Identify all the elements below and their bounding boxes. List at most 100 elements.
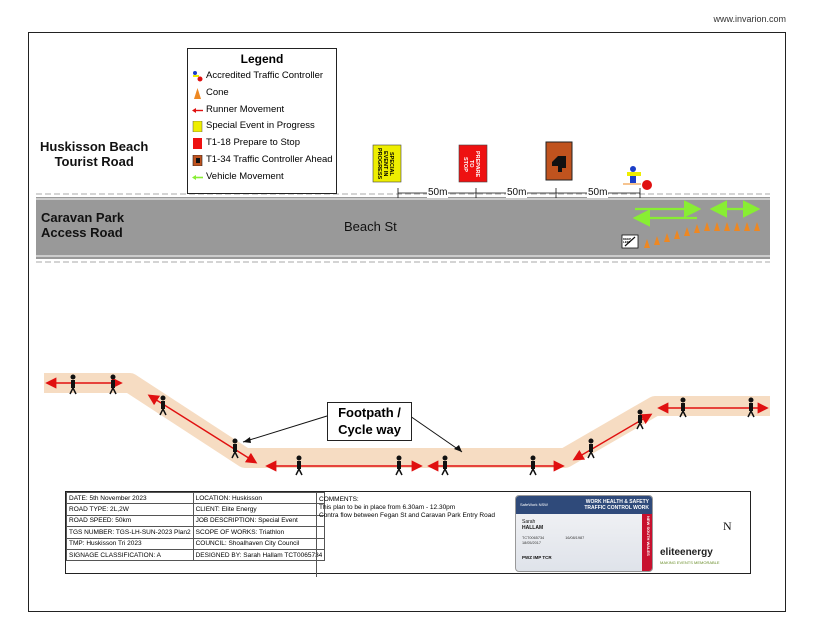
card-state: NEW SOUTH WALES [646,516,651,556]
cone-icon [674,230,680,239]
runner-arrows [45,377,769,472]
distance-label: 50m [427,187,449,198]
cone-icon [734,222,740,231]
runner-arrow-icon [192,107,203,113]
legend-item: Cone [188,85,336,102]
controller-figure [109,374,117,395]
logo-brand: eliteenergy [660,547,713,558]
card-classes: PWZ IMP TCR [522,555,552,560]
card-name-line: Sarah [522,519,536,525]
cone-icon [654,236,660,245]
road [36,193,770,263]
vehicle-arrows [632,200,761,227]
cone-icon [664,233,670,242]
keep-left-sign-text: KEEP LEFT [623,237,632,244]
sign-line: STOP [462,156,468,172]
road-signs [372,141,573,183]
elite-energy-logo: eliteenergy MAKING EVENTS MEMORABLE [660,515,730,565]
legend-item: Special Event in Progress [188,118,336,135]
card-red-strip [642,514,652,571]
callout-leaders [242,415,463,453]
cone-icon [194,87,201,99]
cone-icon [724,222,730,231]
sign-line: PREPARE [474,150,480,178]
controller-figure [587,438,595,459]
keep-left-sign-icon [621,234,639,249]
road-label-line: Tourist Road [54,154,134,169]
card-title: WORK HEALTH & SAFETY TRAFFIC CONTROL WOR… [571,499,649,511]
watermark-url: www.invarion.com [713,14,786,24]
road-label-line: Access Road [41,225,123,240]
cone-icon [684,227,690,236]
legend-item-label: Cone [206,86,229,98]
comment-line: Contra flow between Fegan St and Caravan… [319,512,495,519]
legend-item-label: Special Event in Progress [206,120,315,132]
traffic-controller-icon [623,166,652,190]
controller-figure [441,455,449,476]
prepare-to-stop-sign-icon [193,138,202,150]
callout-line: Cycle way [338,422,401,437]
table-cell: SIGNAGE CLASSIFICATION: A [66,548,194,562]
cones [644,222,760,248]
legend-item: Runner Movement [188,102,336,119]
cone-icon [704,222,710,231]
table-cell: JOB DESCRIPTION: Special Event [192,514,326,528]
licence-card: SafeWork NSW WORK HEALTH & SAFETY TRAFFI… [515,495,653,572]
table-cell: TGS NUMBER: TGS-LH-SUN-2023 Plan2 [66,526,194,539]
table-cell: SCOPE OF WORKS: Triathlon [192,526,326,539]
table-cell: TMP: Huskisson Tri 2023 [66,537,194,550]
controller-figure [529,455,537,476]
table-cell: CLIENT: Elite Energy [192,503,326,516]
special-event-sign-text: SPECIAL EVENT IN PROGRESS [376,147,394,181]
legend-item: T1-34 Traffic Controller Ahead [188,152,336,169]
prepare-to-stop-sign-icon [458,144,488,183]
controller-figure [159,395,167,416]
legend-item-label: Accredited Traffic Controller [206,70,324,81]
table-cell: DATE: 5th November 2023 [66,491,194,505]
runner-arrow [147,394,258,464]
legend-item: T1-18 Prepare to Stop [188,135,336,152]
cone-icon [744,222,750,231]
comments-title: COMMENTS: [319,496,359,503]
table-cell: ROAD SPEED: 50km [66,514,194,528]
card-details: TCT0065734 16/08/1987 18/05/2017 [522,536,584,546]
legend-item-label: Runner Movement [206,103,285,115]
controller-figure [636,409,644,430]
controller-figure [679,397,687,418]
comments-box: COMMENTS: This plan to be in place from … [316,492,509,577]
sign-line: PROGRESS [376,148,382,180]
cone-icon [694,224,700,233]
card-agency: SafeWork NSW [520,502,548,507]
legend-item: Vehicle Movement [188,169,336,186]
controller-ahead-sign-icon [192,154,203,166]
legend-item-label: T1-18 Prepare to Stop [206,137,300,149]
footpath-callout: Footpath / Cycle way [327,402,412,441]
north-label: N [723,519,732,533]
card-header [516,496,652,514]
comment-line: This plan to be in place from 6.30am - 1… [319,504,456,511]
legend-item-label: Vehicle Movement [206,170,284,182]
card-dob: 16/08/1987 [565,536,585,540]
legend-title: Legend [240,52,284,66]
logo-tagline: MAKING EVENTS MEMORABLE [660,560,720,565]
card-name-line: HALLAM [522,525,544,531]
legend-box: Legend Accredited Traffic Controller Con… [187,48,337,194]
distance-label: 50m [587,187,609,198]
street-name: Beach St [344,219,397,234]
special-event-sign-icon [372,144,402,183]
traffic-controller-icon [193,71,203,82]
controller-figures [69,374,755,476]
card-issue-date: 18/05/2017 [522,541,542,545]
distance-label: 50m [506,187,528,198]
table-cell: LOCATION: Huskisson [192,491,326,505]
sign-line: SPECIAL [388,152,394,176]
road-label-line: Caravan Park [41,210,125,225]
table-cell: DESIGNED BY: Sarah Hallam TCT0065734 [192,548,326,562]
